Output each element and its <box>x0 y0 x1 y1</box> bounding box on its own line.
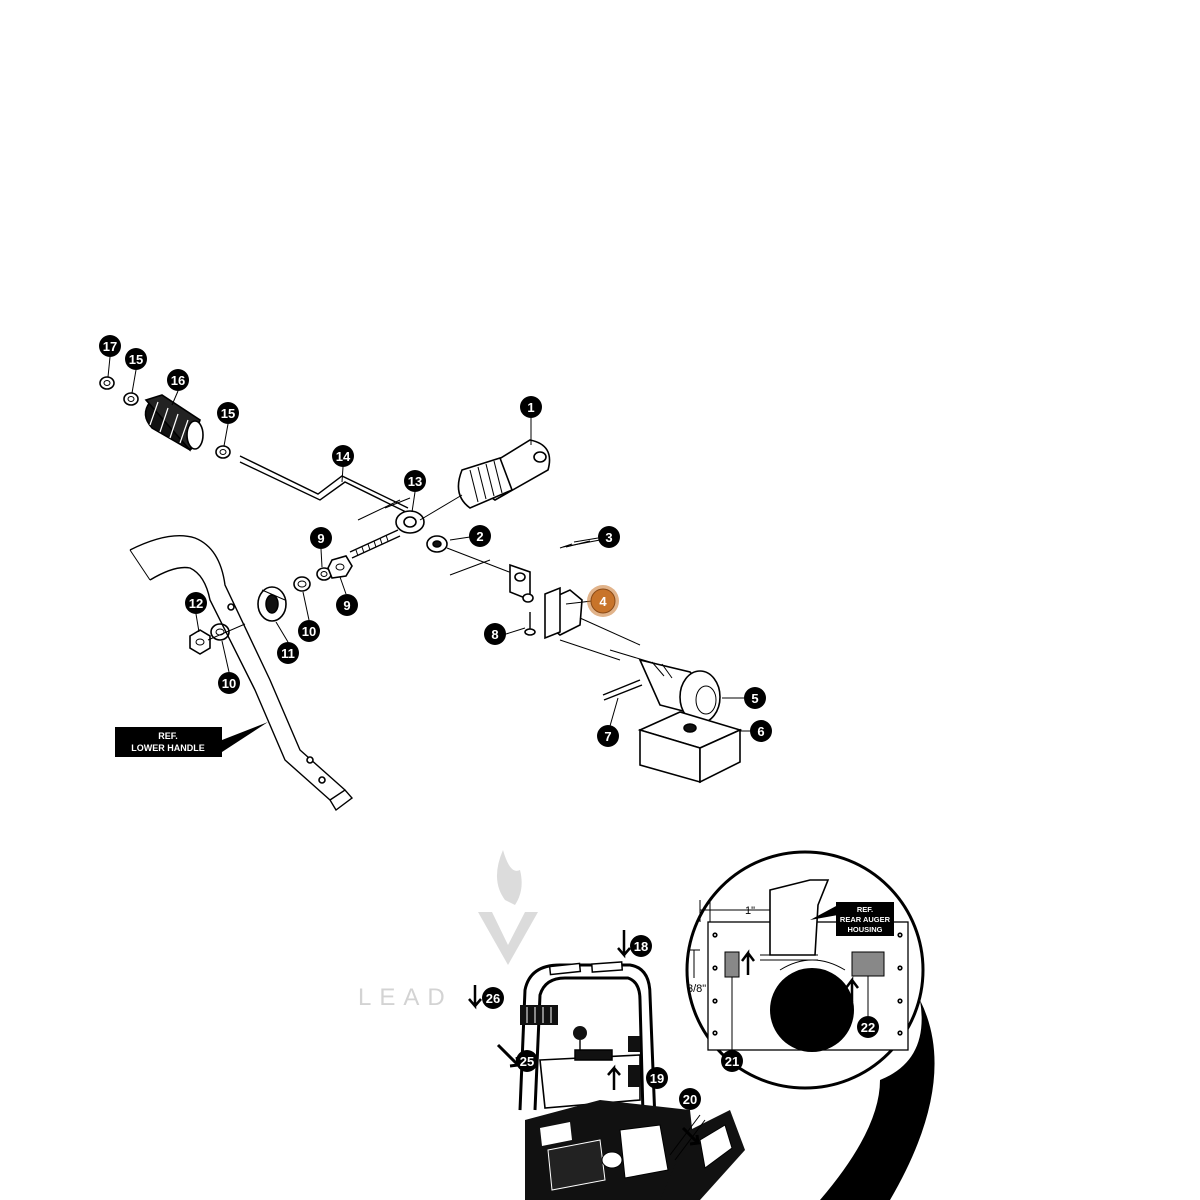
svg-text:2: 2 <box>476 529 483 544</box>
callout-20[interactable]: 20 <box>679 1088 701 1110</box>
callout-9-upper[interactable]: 9 <box>310 527 332 549</box>
shift-lever-1 <box>419 439 551 521</box>
ref-lower-handle-line2: LOWER HANDLE <box>131 743 205 753</box>
lower-handle <box>129 535 354 812</box>
svg-text:15: 15 <box>129 352 143 367</box>
svg-text:9: 9 <box>343 598 350 613</box>
svg-text:22: 22 <box>861 1020 875 1035</box>
svg-text:26: 26 <box>486 991 500 1006</box>
ref-lower-handle-label: REF. LOWER HANDLE <box>115 722 268 757</box>
callout-17[interactable]: 17 <box>99 335 121 357</box>
svg-text:12: 12 <box>189 596 203 611</box>
nut-9-lower <box>327 555 353 579</box>
callout-10-lower[interactable]: 10 <box>218 672 240 694</box>
svg-text:1: 1 <box>527 400 534 415</box>
nut-12 <box>189 629 211 655</box>
callout-22[interactable]: 22 <box>857 1016 879 1038</box>
callout-1[interactable]: 1 <box>520 396 542 418</box>
watermark: LEAD <box>358 850 538 1011</box>
callout-5[interactable]: 5 <box>744 687 766 709</box>
svg-text:14: 14 <box>336 449 351 464</box>
svg-text:16: 16 <box>171 373 185 388</box>
callouts-bottom: 18 19 20 21 22 25 26 <box>482 935 879 1110</box>
callout-11[interactable]: 11 <box>277 642 299 664</box>
callout-2[interactable]: 2 <box>469 525 491 547</box>
svg-text:10: 10 <box>222 676 236 691</box>
svg-text:18: 18 <box>634 939 648 954</box>
callout-4-selected[interactable]: 4 <box>587 585 619 617</box>
callout-13[interactable]: 13 <box>404 470 426 492</box>
bracket-block <box>509 539 641 661</box>
ref-rear-auger-line3: HOUSING <box>847 925 882 934</box>
svg-text:17: 17 <box>103 339 117 354</box>
dimension-1: 1" <box>745 905 755 917</box>
svg-text:13: 13 <box>408 474 422 489</box>
callout-15-left[interactable]: 15 <box>125 348 147 370</box>
callout-18[interactable]: 18 <box>630 935 652 957</box>
callout-10-upper[interactable]: 10 <box>298 620 320 642</box>
svg-text:10: 10 <box>302 624 316 639</box>
svg-text:3: 3 <box>605 530 612 545</box>
svg-text:8: 8 <box>491 627 498 642</box>
callout-21[interactable]: 21 <box>721 1050 743 1072</box>
watermark-text: LEAD <box>358 984 453 1011</box>
svg-text:15: 15 <box>221 406 235 421</box>
svg-text:19: 19 <box>650 1071 664 1086</box>
shift-rod-assembly <box>99 376 743 784</box>
snowblower-illustration <box>468 930 745 1200</box>
svg-text:21: 21 <box>725 1054 739 1069</box>
ref-rear-auger-line1: REF. <box>857 905 873 914</box>
svg-text:9: 9 <box>317 531 324 546</box>
callout-14[interactable]: 14 <box>332 445 354 467</box>
rod-end-fitting-5 <box>638 658 721 724</box>
dimension-2: 3/8" <box>687 983 706 995</box>
callout-9-lower[interactable]: 9 <box>336 594 358 616</box>
svg-text:4: 4 <box>599 594 607 609</box>
callouts-top: 1 2 3 4 5 6 7 8 9 9 10 10 11 12 13 14 15… <box>99 335 772 747</box>
knob-11 <box>257 586 287 622</box>
callout-3[interactable]: 3 <box>598 526 620 548</box>
threaded-stud <box>349 529 401 559</box>
callout-19[interactable]: 19 <box>646 1067 668 1089</box>
callout-25[interactable]: 25 <box>516 1050 538 1072</box>
callout-15-right[interactable]: 15 <box>217 402 239 424</box>
svg-text:6: 6 <box>757 724 764 739</box>
svg-text:7: 7 <box>604 729 611 744</box>
callout-12[interactable]: 12 <box>185 592 207 614</box>
callout-7[interactable]: 7 <box>597 725 619 747</box>
svg-text:25: 25 <box>520 1054 534 1069</box>
callout-6[interactable]: 6 <box>750 720 772 742</box>
callout-16[interactable]: 16 <box>167 369 189 391</box>
grip-16 <box>144 394 204 452</box>
ref-lower-handle-line1: REF. <box>158 731 178 741</box>
callout-26[interactable]: 26 <box>482 987 504 1009</box>
washer-10-upper <box>293 576 311 592</box>
callout-8[interactable]: 8 <box>484 623 506 645</box>
svg-text:20: 20 <box>683 1092 697 1107</box>
ref-rear-auger-line2: REAR AUGER <box>840 915 891 924</box>
svg-text:11: 11 <box>281 646 295 661</box>
mount-block-6 <box>637 711 743 784</box>
svg-text:5: 5 <box>751 691 758 706</box>
